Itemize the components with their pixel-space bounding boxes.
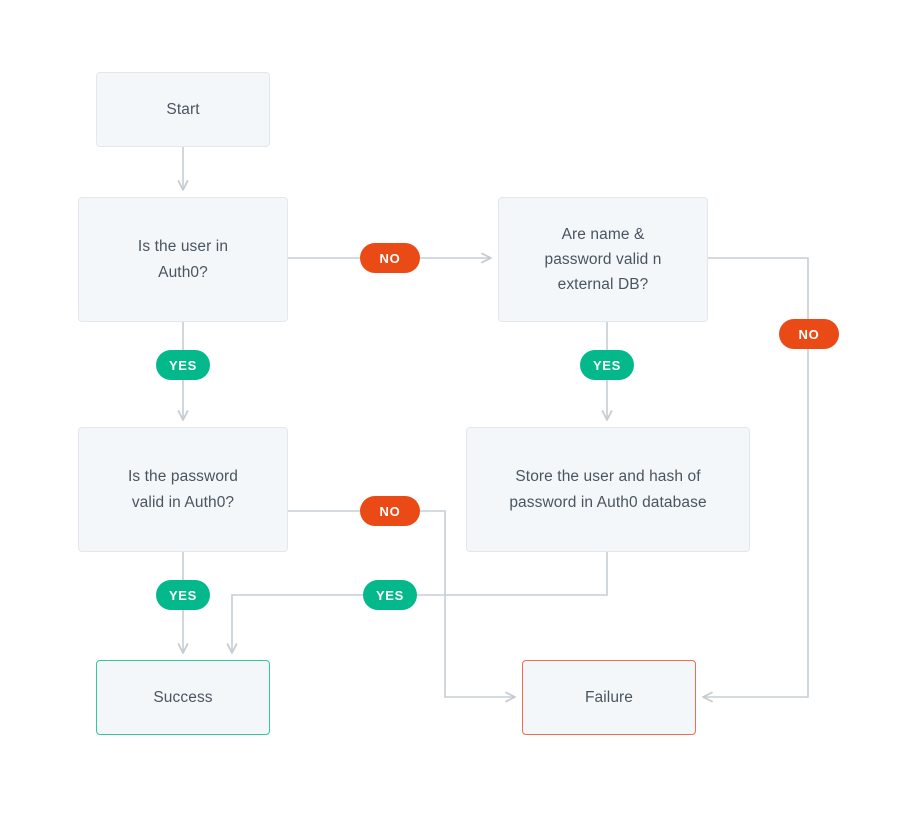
edge-badge-no_pw_valid[interactable]: NO xyxy=(360,496,420,526)
edge-badge-yes_user_in[interactable]: YES xyxy=(156,350,210,380)
node-success[interactable]: Success xyxy=(96,660,270,735)
edge-badge-no_ext_db[interactable]: NO xyxy=(779,319,839,349)
node-user_in[interactable]: Is the user in Auth0? xyxy=(78,197,288,322)
edge-badge-yes_ext_db[interactable]: YES xyxy=(580,350,634,380)
node-start[interactable]: Start xyxy=(96,72,270,147)
node-ext_db[interactable]: Are name & password valid n external DB? xyxy=(498,197,708,322)
node-ext_db-label: Are name & password valid n external DB? xyxy=(544,225,662,294)
node-user_in-label: Is the user in Auth0? xyxy=(137,238,229,281)
node-failure-label: Failure xyxy=(584,688,634,706)
node-start-label: Start xyxy=(166,100,200,118)
node-store-label: Store the user and hash of password in A… xyxy=(509,468,707,511)
node-pw_valid[interactable]: Is the password valid in Auth0? xyxy=(78,427,288,552)
node-success-label: Success xyxy=(153,688,213,706)
edge-badge-no_user_in[interactable]: NO xyxy=(360,243,420,273)
edge-badge-yes_pw_valid[interactable]: YES xyxy=(156,580,210,610)
node-failure[interactable]: Failure xyxy=(522,660,696,735)
edge-ext_db-to-failure xyxy=(702,257,809,703)
node-store[interactable]: Store the user and hash of password in A… xyxy=(466,427,750,552)
node-pw_valid-label: Is the password valid in Auth0? xyxy=(127,468,239,511)
edge-store-to-success xyxy=(226,552,608,654)
edge-badge-yes_store[interactable]: YES xyxy=(363,580,417,610)
